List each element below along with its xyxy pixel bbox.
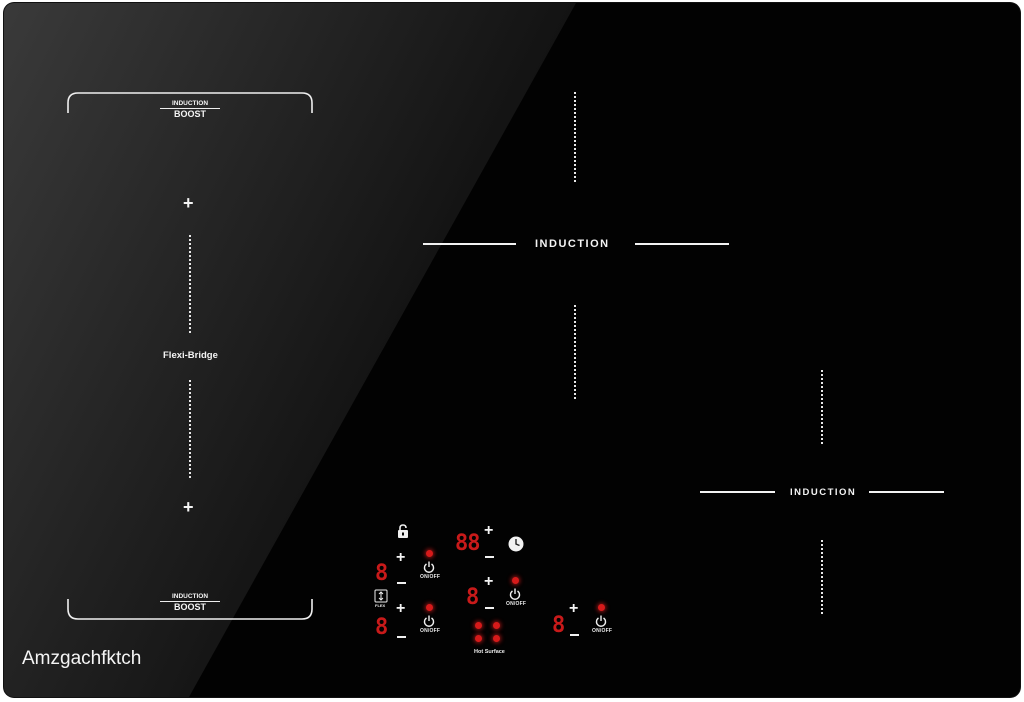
right-zone-right-line — [869, 491, 944, 493]
left-rear-power-button[interactable]: ON/OFF — [420, 615, 441, 634]
center-zone-induction-label: INDUCTION — [535, 238, 610, 250]
hot-surface-led-4 — [493, 635, 500, 642]
right-zone-top-dotted-line — [821, 370, 823, 446]
flexi-bridge-label: Flexi-Bridge — [163, 350, 218, 361]
power-icon — [423, 615, 435, 627]
center-minus-button[interactable] — [485, 607, 494, 609]
center-zone-right-line — [635, 243, 729, 245]
center-zone-bottom-dotted-line — [574, 305, 576, 399]
hot-surface-led-2 — [493, 622, 500, 629]
center-zone-display: 8 — [466, 585, 479, 610]
cooktop-glass-surface: INDUCTION BOOST + Flexi-Bridge + INDUCTI… — [4, 3, 1020, 697]
on-off-label: ON/OFF — [592, 628, 613, 634]
right-zone-bottom-dotted-line — [821, 540, 823, 614]
left-front-power-button[interactable]: ON/OFF — [420, 561, 441, 580]
left-rear-minus-button[interactable] — [397, 636, 406, 638]
left-zone-top-plus-mark: + — [183, 193, 194, 213]
left-rear-status-led — [426, 604, 433, 611]
boost-line1: INDUCTION — [171, 593, 209, 600]
brand-label: Amzgachfktch — [22, 648, 142, 669]
left-zone-bottom-bracket — [67, 599, 313, 620]
left-zone-upper-dotted-line — [189, 235, 191, 333]
left-front-zone-display: 8 — [375, 561, 388, 586]
timer-minus-button[interactable] — [485, 556, 494, 558]
on-off-label: ON/OFF — [420, 628, 441, 634]
right-status-led — [598, 604, 605, 611]
left-front-status-led — [426, 550, 433, 557]
boost-line1: INDUCTION — [171, 100, 209, 107]
hot-surface-label: Hot Surface — [474, 649, 505, 655]
timer-plus-button[interactable]: + — [484, 522, 494, 539]
center-plus-button[interactable]: + — [484, 573, 494, 590]
flex-icon — [374, 589, 388, 603]
center-zone-left-line — [423, 243, 516, 245]
right-zone-display: 8 — [552, 613, 565, 638]
center-status-led — [512, 577, 519, 584]
left-zone-top-bracket — [67, 92, 313, 113]
left-rear-zone-display: 8 — [375, 615, 388, 640]
hot-surface-led-1 — [475, 622, 482, 629]
bottom-induction-boost-label: INDUCTION BOOST — [160, 593, 220, 612]
power-icon — [509, 588, 521, 600]
left-front-minus-button[interactable] — [397, 582, 406, 584]
center-power-button[interactable]: ON/OFF — [506, 588, 527, 607]
center-zone-top-dotted-line — [574, 92, 576, 184]
lock-icon[interactable] — [397, 524, 409, 538]
on-off-label: ON/OFF — [420, 574, 441, 580]
hot-surface-led-3 — [475, 635, 482, 642]
flex-label: FLEX — [375, 603, 386, 608]
power-icon — [423, 561, 435, 573]
right-minus-button[interactable] — [570, 634, 579, 636]
boost-line2: BOOST — [160, 601, 220, 612]
timer-display: 88 — [455, 531, 480, 556]
power-icon — [595, 615, 607, 627]
flex-button[interactable]: FLEX — [374, 589, 388, 609]
boost-line2: BOOST — [160, 108, 220, 119]
on-off-label: ON/OFF — [506, 601, 527, 607]
right-zone-induction-label: INDUCTION — [790, 487, 857, 498]
left-zone-bottom-plus-mark: + — [183, 497, 194, 517]
right-power-button[interactable]: ON/OFF — [592, 615, 613, 634]
right-zone-left-line — [700, 491, 775, 493]
clock-icon[interactable] — [507, 535, 525, 553]
left-front-plus-button[interactable]: + — [396, 549, 406, 566]
left-rear-plus-button[interactable]: + — [396, 600, 406, 617]
top-induction-boost-label: INDUCTION BOOST — [160, 100, 220, 119]
right-plus-button[interactable]: + — [569, 600, 579, 617]
left-zone-lower-dotted-line — [189, 380, 191, 478]
